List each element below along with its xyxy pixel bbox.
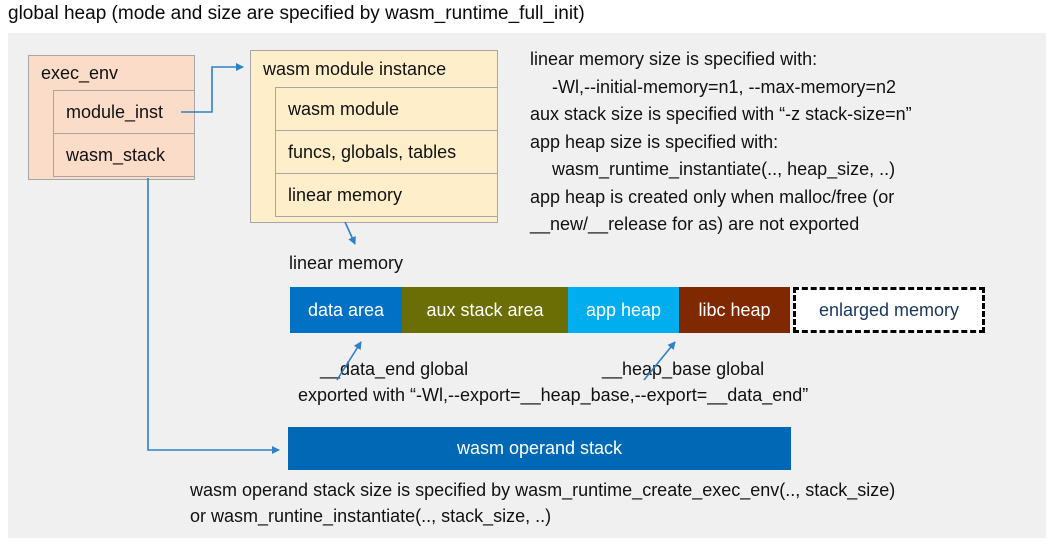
note-line: app heap is created only when malloc/fre… (530, 186, 895, 207)
segment-enlarged-memory: enlarged memory (793, 287, 985, 333)
note-line: -Wl,--initial-memory=n1, --max-memory=n2 (552, 76, 897, 97)
note-line: or wasm_runtine_instantiate(.., stack_si… (190, 506, 552, 526)
module-instance-row-linear-memory: linear memory (275, 173, 498, 217)
module-instance-rows: wasm module funcs, globals, tables linea… (251, 87, 498, 217)
exec-env-header: exec_env (41, 63, 119, 83)
diagram-title: global heap (mode and size are specified… (8, 3, 585, 24)
exec-env-row-wasm-stack: wasm_stack (53, 133, 195, 177)
segment-app-heap: app heap (568, 287, 679, 333)
export-flags-label: exported with “-Wl,--export=__heap_base,… (298, 385, 809, 405)
segment-libc-heap: libc heap (679, 287, 790, 333)
wasm-operand-stack-box: wasm operand stack (288, 427, 791, 470)
module-instance-header: wasm module instance (263, 59, 447, 79)
notes-operand-stack-size: wasm operand stack size is specified by … (190, 477, 895, 529)
note-line: app heap size is specified with: (530, 131, 779, 152)
heap-base-global-label: __heap_base global (602, 359, 765, 379)
linear-memory-label: linear memory (289, 253, 404, 273)
module-instance-row-funcs-globals-tables: funcs, globals, tables (275, 130, 498, 174)
exec-env-rows: module_inst wasm_stack (29, 90, 195, 177)
note-line: wasm operand stack size is specified by … (190, 480, 896, 500)
segment-aux-stack-area: aux stack area (402, 287, 568, 333)
module-instance-box: wasm module instance wasm module funcs, … (250, 50, 498, 223)
exec-env-row-module-inst: module_inst (53, 90, 195, 134)
notes-linear-memory-sizes: linear memory size is specified with: -W… (530, 46, 1035, 239)
exec-env-box: exec_env module_inst wasm_stack (28, 55, 195, 180)
linear-memory-bar: data area aux stack area app heap libc h… (290, 287, 985, 333)
note-line: __new/__release for as) are not exported (530, 214, 860, 234)
note-line: linear memory size is specified with: (530, 49, 818, 69)
segment-data-area: data area (290, 287, 402, 333)
data-end-global-label: __data_end global (320, 359, 469, 379)
note-line: aux stack size is specified with “-z sta… (530, 104, 912, 124)
note-line: wasm_runtime_instantiate(.., heap_size, … (552, 159, 896, 179)
module-instance-row-wasm-module: wasm module (275, 87, 498, 131)
